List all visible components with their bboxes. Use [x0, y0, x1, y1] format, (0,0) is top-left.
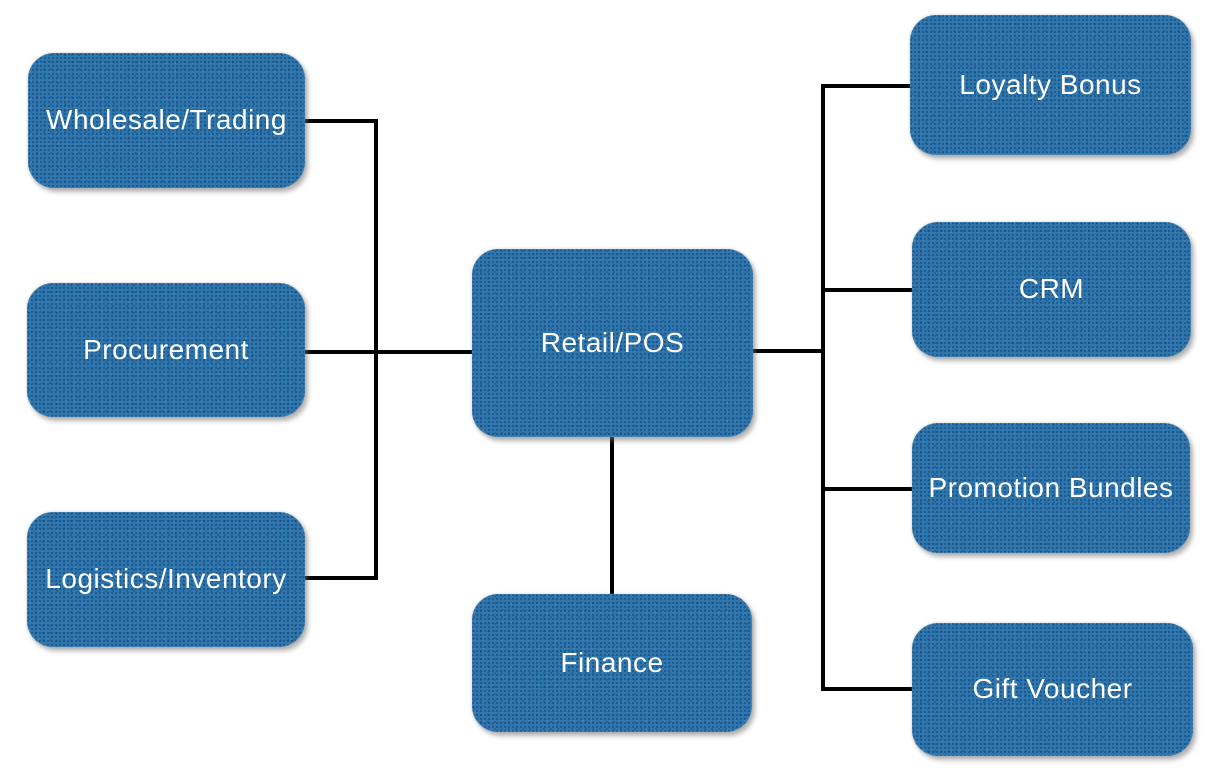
- node-label: Finance: [560, 646, 664, 678]
- node-finance: Finance: [472, 594, 752, 732]
- node-promotion-bundles: Promotion Bundles: [912, 423, 1190, 553]
- node-logistics-inventory: Logistics/Inventory: [27, 512, 305, 647]
- node-label: Procurement: [83, 333, 249, 365]
- node-gift-voucher: Gift Voucher: [912, 623, 1193, 756]
- node-loyalty-bonus: Loyalty Bonus: [910, 15, 1191, 155]
- node-label: Wholesale/Trading: [46, 104, 287, 136]
- node-label: Promotion Bundles: [928, 471, 1174, 503]
- node-label: Gift Voucher: [972, 673, 1133, 705]
- node-retail-pos: Retail/POS: [472, 249, 753, 437]
- node-procurement: Procurement: [27, 283, 305, 417]
- node-label: Logistics/Inventory: [45, 563, 287, 595]
- node-wholesale-trading: Wholesale/Trading: [28, 53, 305, 188]
- node-label: Retail/POS: [540, 326, 685, 358]
- node-label: CRM: [1018, 273, 1085, 305]
- node-crm: CRM: [912, 222, 1191, 357]
- node-label: Loyalty Bonus: [959, 68, 1142, 100]
